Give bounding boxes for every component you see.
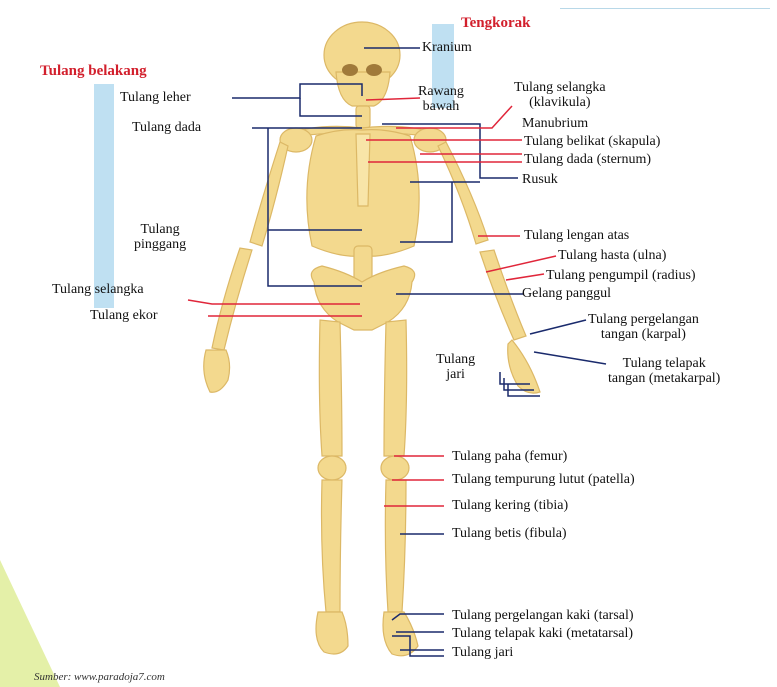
label-ulna: Tulang hasta (ulna) bbox=[558, 248, 666, 263]
label-tulang-dada-left: Tulang dada bbox=[132, 120, 201, 135]
label-tulang-selangka-klavikula: Tulang selangka (klavikula) bbox=[514, 80, 606, 110]
heading-tengkorak: Tengkorak bbox=[461, 16, 530, 31]
label-fibula: Tulang betis (fibula) bbox=[452, 526, 567, 541]
label-gelang-panggul: Gelang panggul bbox=[522, 286, 611, 301]
label-rusuk: Rusuk bbox=[522, 172, 558, 187]
label-rawang-bawah: Rawang bawah bbox=[418, 84, 464, 114]
label-tulang-selangka-left: Tulang selangka bbox=[52, 282, 144, 297]
label-tulang-leher: Tulang leher bbox=[120, 90, 191, 105]
heading-tulang-belakang: Tulang belakang bbox=[40, 64, 147, 79]
label-patella: Tulang tempurung lutut (patella) bbox=[452, 472, 635, 487]
label-radius: Tulang pengumpil (radius) bbox=[546, 268, 696, 283]
source-credit: Sumber: www.paradoja7.com bbox=[34, 671, 165, 683]
label-tarsal: Tulang pergelangan kaki (tarsal) bbox=[452, 608, 634, 623]
label-sternum: Tulang dada (sternum) bbox=[524, 152, 651, 167]
label-tulang-ekor: Tulang ekor bbox=[90, 308, 158, 323]
label-skapula: Tulang belikat (skapula) bbox=[524, 134, 660, 149]
label-karpal: Tulang pergelangan tangan (karpal) bbox=[588, 312, 699, 342]
label-kranium: Kranium bbox=[422, 40, 472, 55]
label-tulang-jari-foot: Tulang jari bbox=[452, 645, 513, 660]
skeleton-body bbox=[204, 22, 540, 656]
label-tibia: Tulang kering (tibia) bbox=[452, 498, 568, 513]
label-metakarpal: Tulang telapak tangan (metakarpal) bbox=[608, 356, 720, 386]
label-manubrium: Manubrium bbox=[522, 116, 588, 131]
label-tulang-jari-hand: Tulang jari bbox=[436, 352, 475, 382]
label-metatarsal: Tulang telapak kaki (metatarsal) bbox=[452, 626, 633, 641]
label-femur: Tulang paha (femur) bbox=[452, 449, 567, 464]
label-lengan-atas: Tulang lengan atas bbox=[524, 228, 629, 243]
label-tulang-pinggang: Tulang pinggang bbox=[134, 222, 186, 252]
